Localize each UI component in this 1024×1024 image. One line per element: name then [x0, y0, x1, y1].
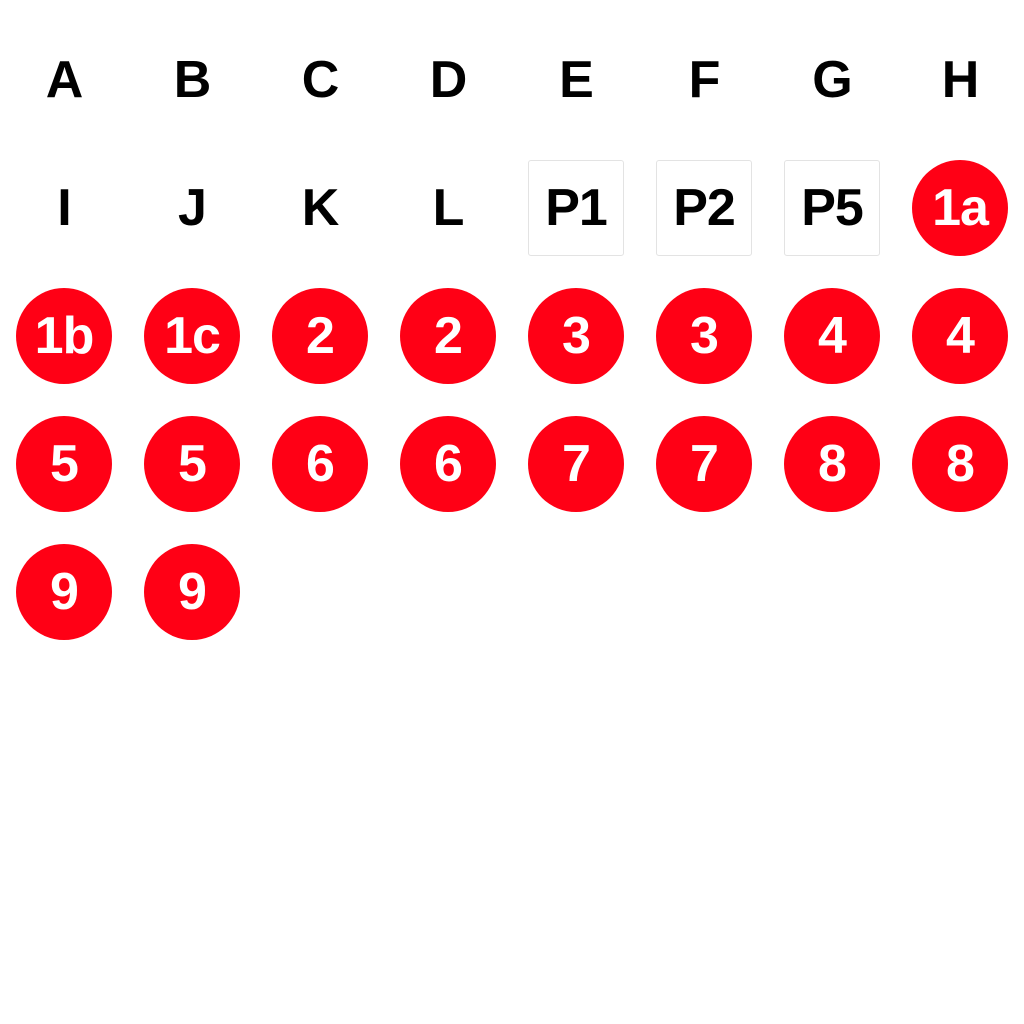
line-letter: L: [432, 179, 465, 237]
grid-cell: 9: [128, 528, 256, 656]
grid-cell: P5: [768, 144, 896, 272]
grid-cell: 2: [256, 272, 384, 400]
grid-cell: B: [128, 16, 256, 144]
grid-cell: P2: [640, 144, 768, 272]
route-bullet: 6: [400, 416, 496, 512]
line-letter: B: [173, 51, 212, 109]
grid-cell: 1a: [896, 144, 1024, 272]
line-letter: K: [301, 179, 340, 237]
grid-cell: 4: [768, 272, 896, 400]
grid-cell: H: [896, 16, 1024, 144]
route-bullet: 9: [16, 544, 112, 640]
line-letter: E: [559, 51, 594, 109]
grid-cell: 2: [384, 272, 512, 400]
route-bullet: 1b: [16, 288, 112, 384]
grid-cell: L: [384, 144, 512, 272]
grid-cell: 9: [0, 528, 128, 656]
line-letter: H: [941, 51, 980, 109]
grid-cell: I: [0, 144, 128, 272]
platform-sign: P2: [656, 160, 752, 256]
grid-cell: G: [768, 16, 896, 144]
route-bullet: 7: [656, 416, 752, 512]
line-letter: I: [57, 179, 71, 237]
grid-cell: A: [0, 16, 128, 144]
grid-cell: 1c: [128, 272, 256, 400]
line-letter: J: [178, 179, 207, 237]
line-letter: C: [301, 51, 340, 109]
grid-cell: F: [640, 16, 768, 144]
route-bullet: 5: [144, 416, 240, 512]
route-bullet: 9: [144, 544, 240, 640]
line-letter: A: [45, 51, 84, 109]
route-bullet: 1c: [144, 288, 240, 384]
route-bullet: 3: [656, 288, 752, 384]
grid-cell: 6: [384, 400, 512, 528]
grid-cell: 7: [640, 400, 768, 528]
grid-cell: P1: [512, 144, 640, 272]
grid-cell: 7: [512, 400, 640, 528]
grid-cell: 3: [512, 272, 640, 400]
grid-cell: 5: [0, 400, 128, 528]
line-letter: G: [812, 51, 852, 109]
grid-cell: K: [256, 144, 384, 272]
grid-cell: 8: [768, 400, 896, 528]
route-bullet: 1a: [912, 160, 1008, 256]
grid-cell: 8: [896, 400, 1024, 528]
route-bullet: 4: [912, 288, 1008, 384]
grid-cell: D: [384, 16, 512, 144]
route-bullet: 7: [528, 416, 624, 512]
route-bullet: 3: [528, 288, 624, 384]
route-bullet: 2: [272, 288, 368, 384]
route-bullet: 6: [272, 416, 368, 512]
route-bullet: 8: [912, 416, 1008, 512]
grid-cell: 5: [128, 400, 256, 528]
grid-cell: 4: [896, 272, 1024, 400]
grid-cell: J: [128, 144, 256, 272]
route-bullet: 5: [16, 416, 112, 512]
grid-cell: 1b: [0, 272, 128, 400]
grid-cell: E: [512, 16, 640, 144]
route-bullet: 4: [784, 288, 880, 384]
grid-cell: C: [256, 16, 384, 144]
grid-cell: 6: [256, 400, 384, 528]
line-letter: D: [429, 51, 468, 109]
grid-cell: 3: [640, 272, 768, 400]
platform-sign: P1: [528, 160, 624, 256]
line-letter: F: [688, 51, 721, 109]
platform-sign: P5: [784, 160, 880, 256]
route-bullet: 2: [400, 288, 496, 384]
route-bullet: 8: [784, 416, 880, 512]
